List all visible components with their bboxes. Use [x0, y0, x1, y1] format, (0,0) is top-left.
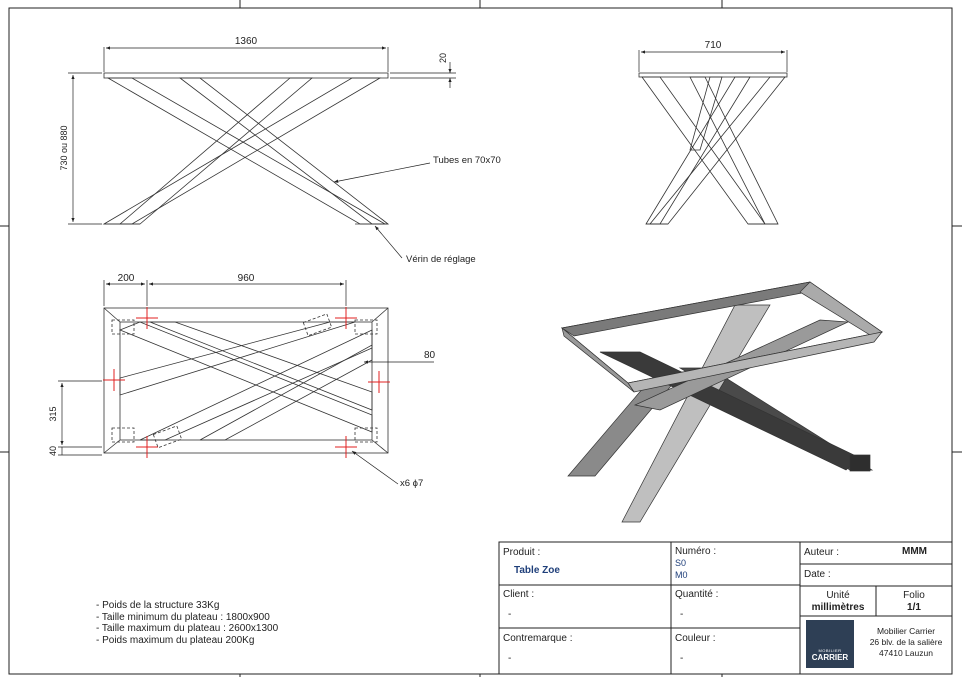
- logo-small-text: MOBILIER: [818, 648, 842, 653]
- company-address-line1: 26 blv. de la salière: [869, 637, 943, 647]
- couleur-label: Couleur :: [675, 633, 716, 644]
- date-label: Date :: [804, 569, 831, 580]
- company-name: Mobilier Carrier: [876, 626, 936, 636]
- side-width-dim: 710: [705, 40, 722, 51]
- quantite-value: -: [680, 609, 684, 620]
- top-dim-40: 40: [48, 446, 58, 456]
- contremarque-label: Contremarque :: [503, 633, 573, 644]
- fixing-holes: [103, 307, 390, 458]
- produit-value: Table Zoe: [514, 565, 560, 576]
- top-view: [103, 307, 389, 454]
- notes-list: - Poids de la structure 33Kg - Taille mi…: [96, 600, 278, 646]
- folio-label: Folio: [903, 590, 925, 601]
- auteur-label: Auteur :: [804, 547, 840, 558]
- unite-value: millimètres: [811, 602, 865, 613]
- company-logo: MOBILIER CARRIER: [806, 620, 854, 668]
- contremarque-value: -: [508, 653, 512, 664]
- side-view: [638, 72, 788, 225]
- title-block-grid: [498, 541, 953, 675]
- front-dimensions: [68, 46, 456, 259]
- note-item: - Taille minimum du plateau : 1800x900: [96, 611, 270, 623]
- front-view: [102, 72, 390, 225]
- front-height-dim: 730 ou 880: [59, 125, 69, 170]
- numero-value-m: M0: [675, 570, 688, 580]
- auteur-value: MMM: [902, 546, 927, 557]
- client-value: -: [508, 609, 512, 620]
- top-dim-200: 200: [118, 273, 135, 284]
- top-dim-960: 960: [238, 273, 255, 284]
- unite-label: Unité: [826, 590, 850, 601]
- numero-label: Numéro :: [675, 546, 717, 557]
- company-address-line2: 47410 Lauzun: [879, 648, 933, 658]
- top-dimensions: [58, 280, 434, 485]
- produit-label: Produit :: [503, 547, 541, 558]
- couleur-value: -: [680, 653, 684, 664]
- holes-annotation: x6 ϕ7: [400, 478, 423, 489]
- isometric-view: [561, 281, 883, 523]
- folio-value: 1/1: [907, 602, 921, 613]
- front-width-dim: 1360: [235, 36, 258, 47]
- note-item: - Taille maximum du plateau : 2600x1300: [96, 623, 279, 634]
- tubes-annotation: Tubes en 70x70: [433, 155, 501, 166]
- top-dim-315: 315: [48, 406, 58, 421]
- quantite-label: Quantité :: [675, 589, 719, 600]
- numero-value-s: S0: [675, 558, 687, 568]
- front-top-dim: 20: [438, 53, 448, 63]
- company-info: Mobilier Carrier 26 blv. de la salière 4…: [860, 626, 952, 659]
- logo-big-text: CARRIER: [811, 653, 849, 662]
- note-item: - Poids maximum du plateau 200Kg: [96, 634, 255, 646]
- side-dimensions: [638, 50, 788, 72]
- client-label: Client :: [503, 589, 535, 600]
- top-dim-80: 80: [424, 350, 436, 361]
- note-item: - Poids de la structure 33Kg: [96, 600, 220, 611]
- verin-annotation: Vérin de réglage: [406, 254, 476, 265]
